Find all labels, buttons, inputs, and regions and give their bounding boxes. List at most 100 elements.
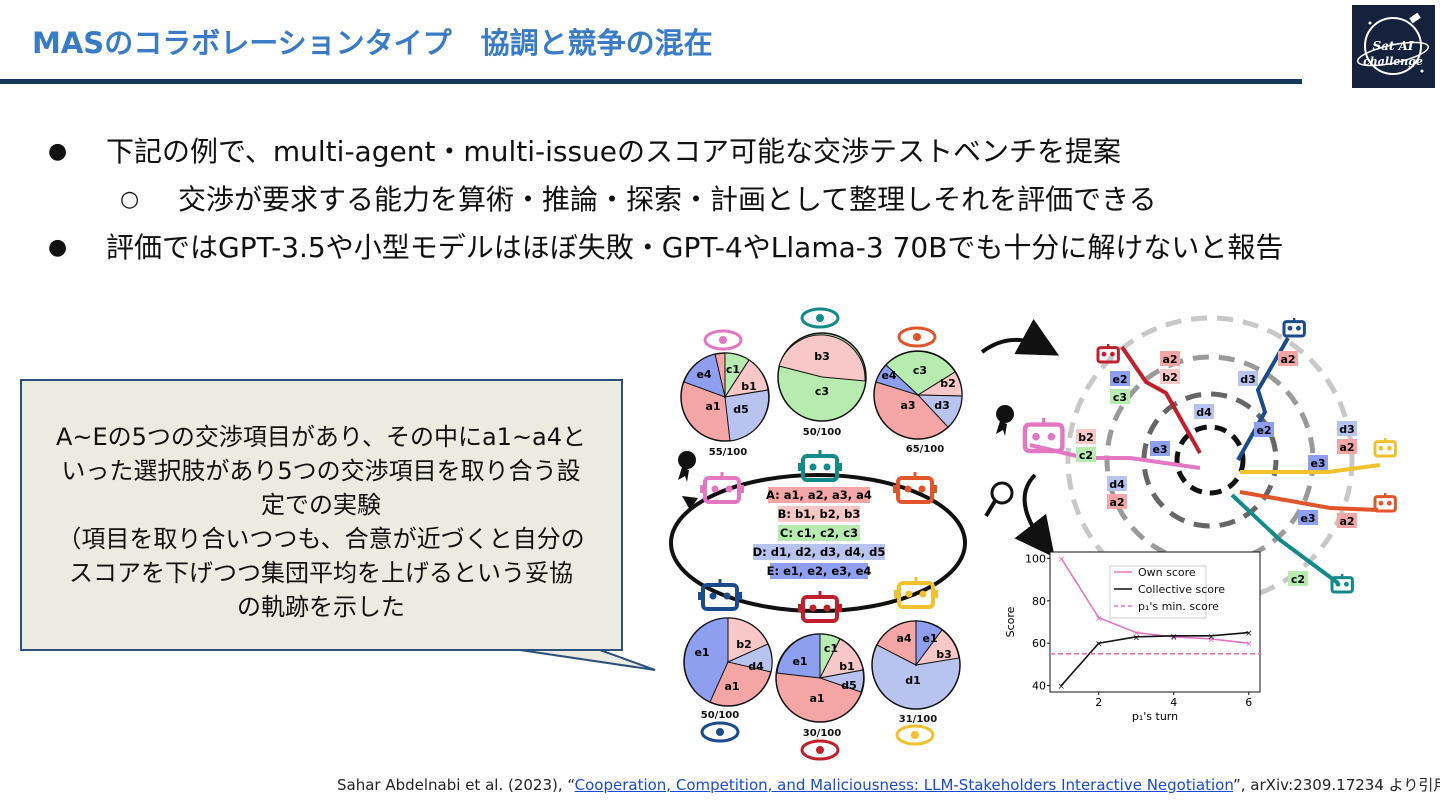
- pie-label: d1: [905, 674, 921, 687]
- trajectory-label: a2: [1339, 515, 1354, 528]
- callout-line: （項目を取り合いつつも、合意が近づくと自分の: [57, 525, 585, 553]
- robot-icon: [1022, 418, 1065, 454]
- score-label: 31/100: [899, 714, 937, 725]
- trajectory-label: d4: [1196, 406, 1212, 419]
- trajectory-label: c2: [1079, 449, 1093, 462]
- pie-label: b1: [839, 660, 855, 673]
- chart-legend: [1109, 565, 1207, 619]
- y-tick-label: 100: [1025, 552, 1046, 565]
- score-label: 50/100: [803, 427, 841, 438]
- eye-icon: [895, 724, 935, 746]
- robot-icon: [1373, 493, 1397, 513]
- loop-arrow-icon: [682, 496, 698, 510]
- pie-label: b3: [814, 350, 830, 363]
- score-label: 55/100: [709, 447, 747, 458]
- callout-line: の軌跡を示した: [237, 593, 405, 621]
- pie-label: e1: [922, 632, 937, 645]
- pie-label: e4: [696, 368, 711, 381]
- score-label: 65/100: [906, 444, 944, 455]
- bullet-evaluation: 評価ではGPT-3.5や小型モデルはほぼ失敗・GPT-4やLlama-3 70B…: [48, 224, 1283, 272]
- pie-label: a1: [809, 692, 824, 705]
- preference-pie-3: c3 b2 d3 a3 e4: [873, 350, 963, 440]
- trajectory-label: a2: [1280, 353, 1295, 366]
- robot-icon: [798, 591, 842, 623]
- pie-label: b1: [741, 380, 757, 393]
- series-point: ×: [1095, 640, 1103, 650]
- legend-own-score: Own score: [1138, 566, 1196, 579]
- preference-pie-5: c1 e1 b1 d5 a1: [775, 633, 865, 723]
- series-point: ×: [1207, 632, 1215, 642]
- preference-pie-2: b3 c3: [777, 332, 867, 422]
- title-divider: [0, 79, 1302, 84]
- issue-d: D: d1, d2, d3, d4, d5: [753, 545, 886, 559]
- pie-label: e4: [881, 369, 896, 382]
- y-tick-label: 60: [1032, 637, 1046, 650]
- series-line-1: [1060, 631, 1249, 687]
- preference-pie-6: a4 e1 b3 d1: [871, 620, 961, 710]
- y-tick-label: 40: [1032, 680, 1046, 693]
- trajectory-label: b2: [1162, 371, 1178, 384]
- citation-prefix: Sahar Abdelnabi et al. (2023), “: [337, 776, 575, 794]
- negotiation-figure: c1 b1 d5 a1 e4 b3 c3 c3 b2 d3 a3 e4 55/1…: [669, 307, 1397, 761]
- trajectory-label: d3: [1339, 423, 1355, 436]
- trajectory-label: e2: [1112, 373, 1127, 386]
- pie-label: d4: [748, 660, 764, 673]
- y-tick-label: 80: [1032, 595, 1046, 608]
- trajectory-label: c3: [1113, 391, 1127, 404]
- robot-icon: [1282, 318, 1306, 338]
- bullet-list: 下記の例で、multi-agent・multi-issueのスコア可能な交渉テス…: [48, 128, 1283, 272]
- callout-line: 定での実験: [261, 491, 381, 519]
- trajectory-label: e2: [1256, 424, 1271, 437]
- pie-label: d3: [934, 399, 950, 412]
- robot-icon: [700, 472, 744, 504]
- preference-pie-4: e1 b2 d4 a1: [683, 617, 773, 707]
- robot-icon: [1096, 344, 1120, 364]
- robot-icon: [798, 450, 842, 482]
- svg-text:challenge: challenge: [1363, 55, 1423, 68]
- trajectory-label: d3: [1240, 373, 1256, 386]
- x-tick-label: 4: [1170, 696, 1177, 709]
- robot-icon: [894, 577, 938, 609]
- series-point: ×: [1132, 629, 1140, 639]
- trajectory-label: e3: [1310, 457, 1325, 470]
- series-point: ×: [1245, 640, 1253, 650]
- negotiation-loop: [669, 473, 967, 613]
- citation-suffix: ”, arXiv:2309.17234 より引用: [1233, 776, 1440, 794]
- page-title: MASのコラボレーションタイプ 協調と競争の混在: [32, 26, 713, 60]
- award-icon: [996, 405, 1014, 436]
- robot-icon: [1330, 574, 1354, 594]
- series-point: ×: [1170, 632, 1178, 642]
- pie-label: d5: [733, 403, 749, 416]
- preference-pie-1: c1 b1 d5 a1 e4: [680, 352, 770, 442]
- series-point: ×: [1057, 682, 1065, 692]
- curved-arrow-icon: [1014, 473, 1055, 558]
- pie-label: c1: [726, 363, 740, 376]
- series-point: ×: [1245, 629, 1253, 639]
- trajectory-label: c2: [1291, 573, 1305, 586]
- pie-label: d5: [841, 679, 857, 692]
- series-point: ×: [1132, 633, 1140, 643]
- score-label: 30/100: [803, 728, 841, 739]
- series-line-0: [1060, 557, 1249, 645]
- issue-a: A: a1, a2, a3, a4: [766, 488, 872, 502]
- callout-line: スコアを下げつつ集団平均を上げるという妥協: [69, 559, 573, 587]
- pie-label: b2: [940, 377, 956, 390]
- issue-e: E: e1, e2, e3, e4: [767, 564, 872, 578]
- logo: Sat AI challenge: [1352, 5, 1435, 88]
- legend-collective-score: Collective score: [1138, 583, 1225, 596]
- magnifier-icon: [984, 481, 1014, 518]
- citation-link[interactable]: Cooperation, Competition, and Maliciousn…: [574, 776, 1233, 794]
- logo-icon: Sat AI challenge: [1356, 12, 1430, 75]
- robot-icon: [1373, 438, 1397, 458]
- svg-text:Sat AI: Sat AI: [1372, 39, 1413, 53]
- trajectory-label: d4: [1109, 478, 1125, 491]
- pie-label: a4: [896, 632, 911, 645]
- eye-icon: [800, 739, 840, 761]
- pie-label: a3: [900, 399, 915, 412]
- pie-label: e1: [792, 655, 807, 668]
- curved-arrow-icon: [980, 318, 1060, 356]
- issue-c: C: c1, c2, c3: [780, 526, 858, 540]
- score-label: 50/100: [701, 710, 739, 721]
